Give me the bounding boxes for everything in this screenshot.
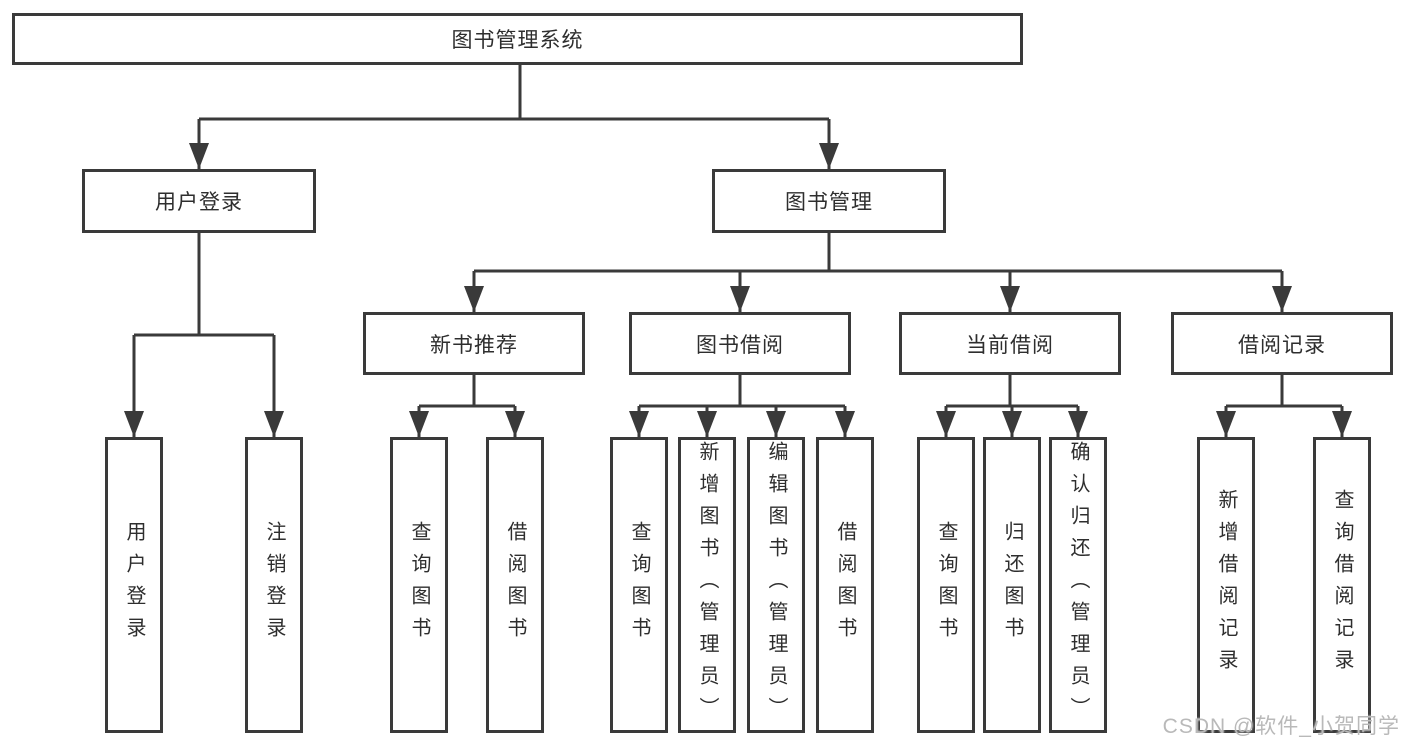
node-book-borrow-label: 图书借阅 — [696, 333, 784, 357]
leaf-logout: 注销登录 — [245, 437, 303, 733]
leaf-user-login-label: 用户登录 — [123, 521, 145, 649]
leaf-add-books-admin: 新增图书（管理员） — [678, 437, 736, 733]
node-book-borrow: 图书借阅 — [629, 312, 851, 375]
leaf-recommend-borrow-books-label: 借阅图书 — [504, 521, 526, 649]
leaf-edit-books-admin: 编辑图书（管理员） — [747, 437, 805, 733]
leaf-return-books-label: 归还图书 — [1001, 521, 1023, 649]
node-current-borrow: 当前借阅 — [899, 312, 1121, 375]
leaf-current-query-books-label: 查询图书 — [935, 521, 957, 649]
leaf-logout-label: 注销登录 — [263, 521, 285, 649]
leaf-recommend-query-books: 查询图书 — [390, 437, 448, 733]
leaf-add-borrow-record-label: 新增借阅记录 — [1215, 489, 1237, 681]
leaf-edit-books-admin-label: 编辑图书（管理员） — [765, 441, 787, 729]
node-new-book-recommend: 新书推荐 — [363, 312, 585, 375]
leaf-user-login: 用户登录 — [105, 437, 163, 733]
leaf-borrow-query-books-label: 查询图书 — [628, 521, 650, 649]
leaf-current-query-books: 查询图书 — [917, 437, 975, 733]
node-user-login: 用户登录 — [82, 169, 316, 233]
node-borrow-records-label: 借阅记录 — [1238, 333, 1326, 357]
node-root-label: 图书管理系统 — [451, 29, 584, 52]
node-user-login-label: 用户登录 — [155, 191, 243, 214]
leaf-add-borrow-record: 新增借阅记录 — [1197, 437, 1255, 733]
leaf-add-books-admin-label: 新增图书（管理员） — [696, 441, 718, 729]
node-current-borrow-label: 当前借阅 — [966, 333, 1054, 357]
csdn-watermark: CSDN @软件_小贺同学 — [1162, 715, 1400, 738]
leaf-confirm-return-admin-label: 确认归还（管理员） — [1067, 441, 1089, 729]
leaf-query-borrow-record: 查询借阅记录 — [1313, 437, 1371, 733]
node-new-book-recommend-label: 新书推荐 — [430, 333, 518, 357]
node-book-management-label: 图书管理 — [785, 191, 873, 214]
node-root-system: 图书管理系统 — [12, 13, 1023, 65]
node-book-management: 图书管理 — [712, 169, 946, 233]
leaf-query-borrow-record-label: 查询借阅记录 — [1331, 489, 1353, 681]
node-borrow-records: 借阅记录 — [1171, 312, 1393, 375]
leaf-recommend-borrow-books: 借阅图书 — [486, 437, 544, 733]
leaf-borrow-query-books: 查询图书 — [610, 437, 668, 733]
leaf-borrow-books: 借阅图书 — [816, 437, 874, 733]
leaf-return-books: 归还图书 — [983, 437, 1041, 733]
leaf-confirm-return-admin: 确认归还（管理员） — [1049, 437, 1107, 733]
arrowhead-icons — [124, 143, 1352, 437]
leaf-borrow-books-label: 借阅图书 — [834, 521, 856, 649]
leaf-recommend-query-books-label: 查询图书 — [408, 521, 430, 649]
